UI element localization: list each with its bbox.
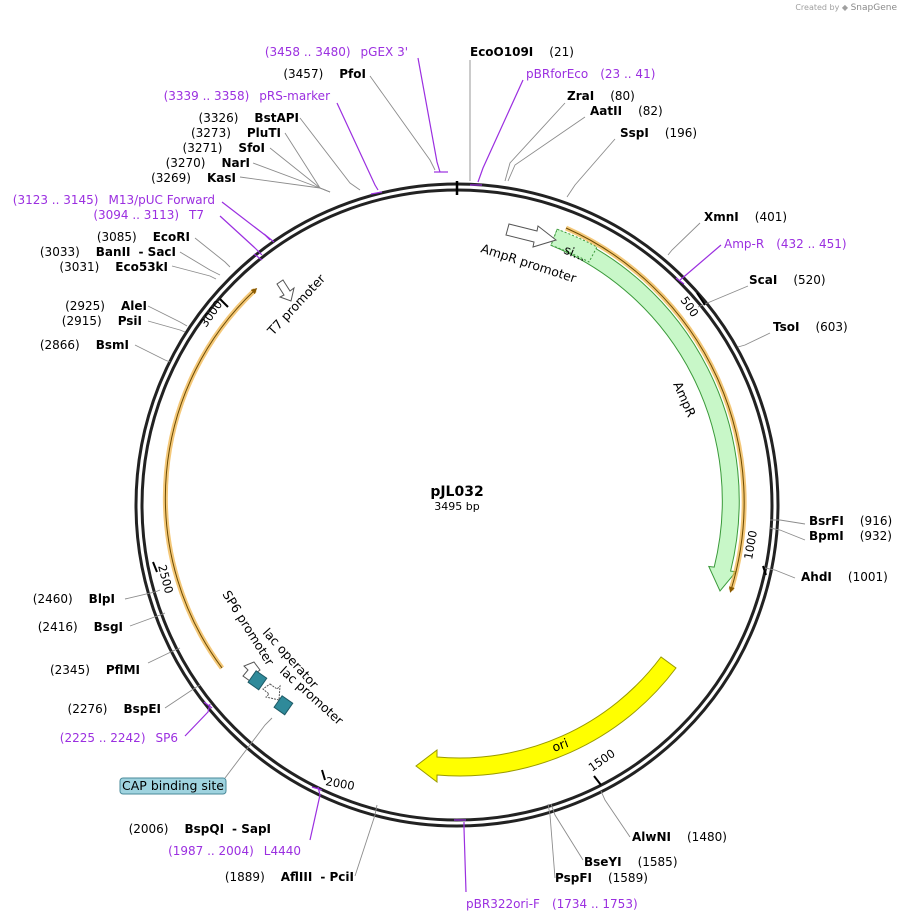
enzyme-label-bsrfi[interactable]: BsrFI(916)	[809, 514, 892, 528]
primer-label-sp6[interactable]: (2225 .. 2242)SP6	[60, 731, 178, 745]
enzyme-label-xmni[interactable]: XmnI(401)	[704, 210, 787, 224]
enzyme-label-eco53ki[interactable]: (3031)Eco53kI	[59, 260, 168, 274]
sp6-promoter-arrow[interactable]	[242, 661, 261, 682]
enzyme-label-bspei[interactable]: (2276)BspEI	[68, 702, 161, 716]
primer-label-pbr322ori-f[interactable]: pBR322ori-F(1734 .. 1753)	[466, 897, 638, 911]
enzyme-label-nari[interactable]: (3270)NarI	[166, 156, 250, 170]
enzyme-label-pluti[interactable]: (3273)PluTI	[191, 126, 281, 140]
enzyme-label-pflmi[interactable]: (2345)PflMI	[50, 663, 140, 677]
primer-label-t7[interactable]: (3094 .. 3113)T7	[93, 208, 204, 222]
primer-label-amp-r[interactable]: Amp-R(432 .. 451)	[724, 237, 847, 251]
ampr-promoter-arrow[interactable]	[505, 223, 558, 248]
enzyme-label-ahdi[interactable]: AhdI(1001)	[801, 570, 888, 584]
left-orf-line	[164, 287, 258, 669]
signal-peptide-box[interactable]	[550, 228, 598, 263]
snapgene-watermark: Created by ◆ SnapGene	[795, 3, 897, 13]
enzyme-label-bspqi[interactable]: (2006)BspQI- SapI	[129, 822, 271, 836]
enzyme-label-bsmi[interactable]: (2866)BsmI	[40, 338, 129, 352]
lac-operator-box[interactable]	[247, 670, 268, 691]
enzyme-label-scai[interactable]: ScaI(520)	[749, 273, 826, 287]
ampr-feature-arrow[interactable]	[550, 228, 740, 592]
cap-site-label: CAP binding site	[122, 778, 224, 793]
enzyme-label-tsoi[interactable]: TsoI(603)	[773, 320, 848, 334]
enzyme-leaders	[124, 60, 806, 879]
watermark-prefix: Created by	[795, 3, 840, 12]
ori-feature-arrow[interactable]	[415, 656, 677, 784]
t7-promoter-label: T7 promoter	[264, 270, 329, 338]
enzyme-label-banii[interactable]: (3033)BanII- SacI	[40, 245, 176, 259]
enzyme-label-ecoo109i[interactable]: EcoO109I(21)	[470, 45, 574, 59]
tick-label-2000: 2000	[324, 774, 355, 793]
enzyme-label-afliii[interactable]: (1889)AflIII- PciI	[225, 870, 354, 884]
enzyme-label-blpi[interactable]: (2460)BlpI	[33, 592, 115, 606]
enzyme-label-pfoi[interactable]: (3457)PfoI	[283, 67, 366, 81]
features-layer	[162, 223, 747, 784]
enzyme-label-sfoi[interactable]: (3271)SfoI	[183, 141, 265, 155]
tick-label-1500: 1500	[586, 746, 618, 774]
t7-promoter-arrow[interactable]	[276, 279, 295, 302]
enzyme-label-aatii[interactable]: AatII(82)	[590, 104, 663, 118]
primer-label-pbrforeco[interactable]: pBRforEco(23 .. 41)	[526, 67, 655, 81]
enzyme-label-bsgi[interactable]: (2416)BsgI	[38, 620, 123, 634]
primer-leaders	[184, 57, 722, 893]
ampr-orf-line	[565, 227, 745, 593]
enzyme-label-sspi[interactable]: SspI(196)	[620, 126, 697, 140]
primer-label-m13-puc-forward[interactable]: (3123 .. 3145)M13/pUC Forward	[13, 193, 215, 207]
plasmid-size: 3495 bp	[434, 500, 479, 513]
plasmid-name: pJL032	[430, 484, 483, 500]
enzyme-label-psii[interactable]: (2915)PsiI	[62, 314, 142, 328]
cap-site-box[interactable]	[273, 695, 294, 716]
enzyme-label-zrai[interactable]: ZraI(80)	[567, 89, 635, 103]
tick-label-1000: 1000	[741, 529, 760, 560]
snapgene-logo-icon: ◆	[841, 3, 849, 12]
enzyme-label-bstapi[interactable]: (3326)BstAPI	[199, 111, 299, 125]
enzyme-label-bseyi[interactable]: BseYI(1585)	[584, 855, 678, 869]
watermark-brand: SnapGene	[850, 3, 897, 13]
lac-promoter-arrow[interactable]	[262, 683, 281, 701]
enzyme-labels: EcoO109I(21) ZraI(80) AatII(82) SspI(196…	[470, 45, 892, 885]
primer-label-prs-marker[interactable]: (3339 .. 3358)pRS-marker	[164, 89, 330, 103]
primer-label-pgex3[interactable]: (3458 .. 3480)pGEX 3'	[265, 45, 408, 59]
enzyme-label-kasi[interactable]: (3269)KasI	[151, 171, 236, 185]
primer-labels: (3458 .. 3480)pGEX 3' pBRforEco(23 .. 41…	[13, 45, 847, 911]
primer-label-l4440[interactable]: (1987 .. 2004)L4440	[168, 844, 301, 858]
enzyme-labels-left: (1889)AflIII- PciI (2006)BspQI- SapI (22…	[33, 67, 366, 884]
enzyme-label-pspfi[interactable]: PspFI(1589)	[555, 871, 648, 885]
cap-site-label-box[interactable]: CAP binding site	[119, 777, 227, 795]
enzyme-label-bpmi[interactable]: BpmI(932)	[809, 529, 892, 543]
ori-label: ori	[550, 735, 570, 755]
enzyme-label-ecori[interactable]: (3085)EcoRI	[97, 230, 190, 244]
enzyme-label-alwni[interactable]: AlwNI(1480)	[632, 830, 727, 844]
enzyme-label-alei[interactable]: (2925)AleI	[65, 299, 147, 313]
scale-ticks: 500 1000 1500 2000 2500 3000	[152, 292, 767, 793]
ampr-label: AmpR	[670, 379, 699, 420]
